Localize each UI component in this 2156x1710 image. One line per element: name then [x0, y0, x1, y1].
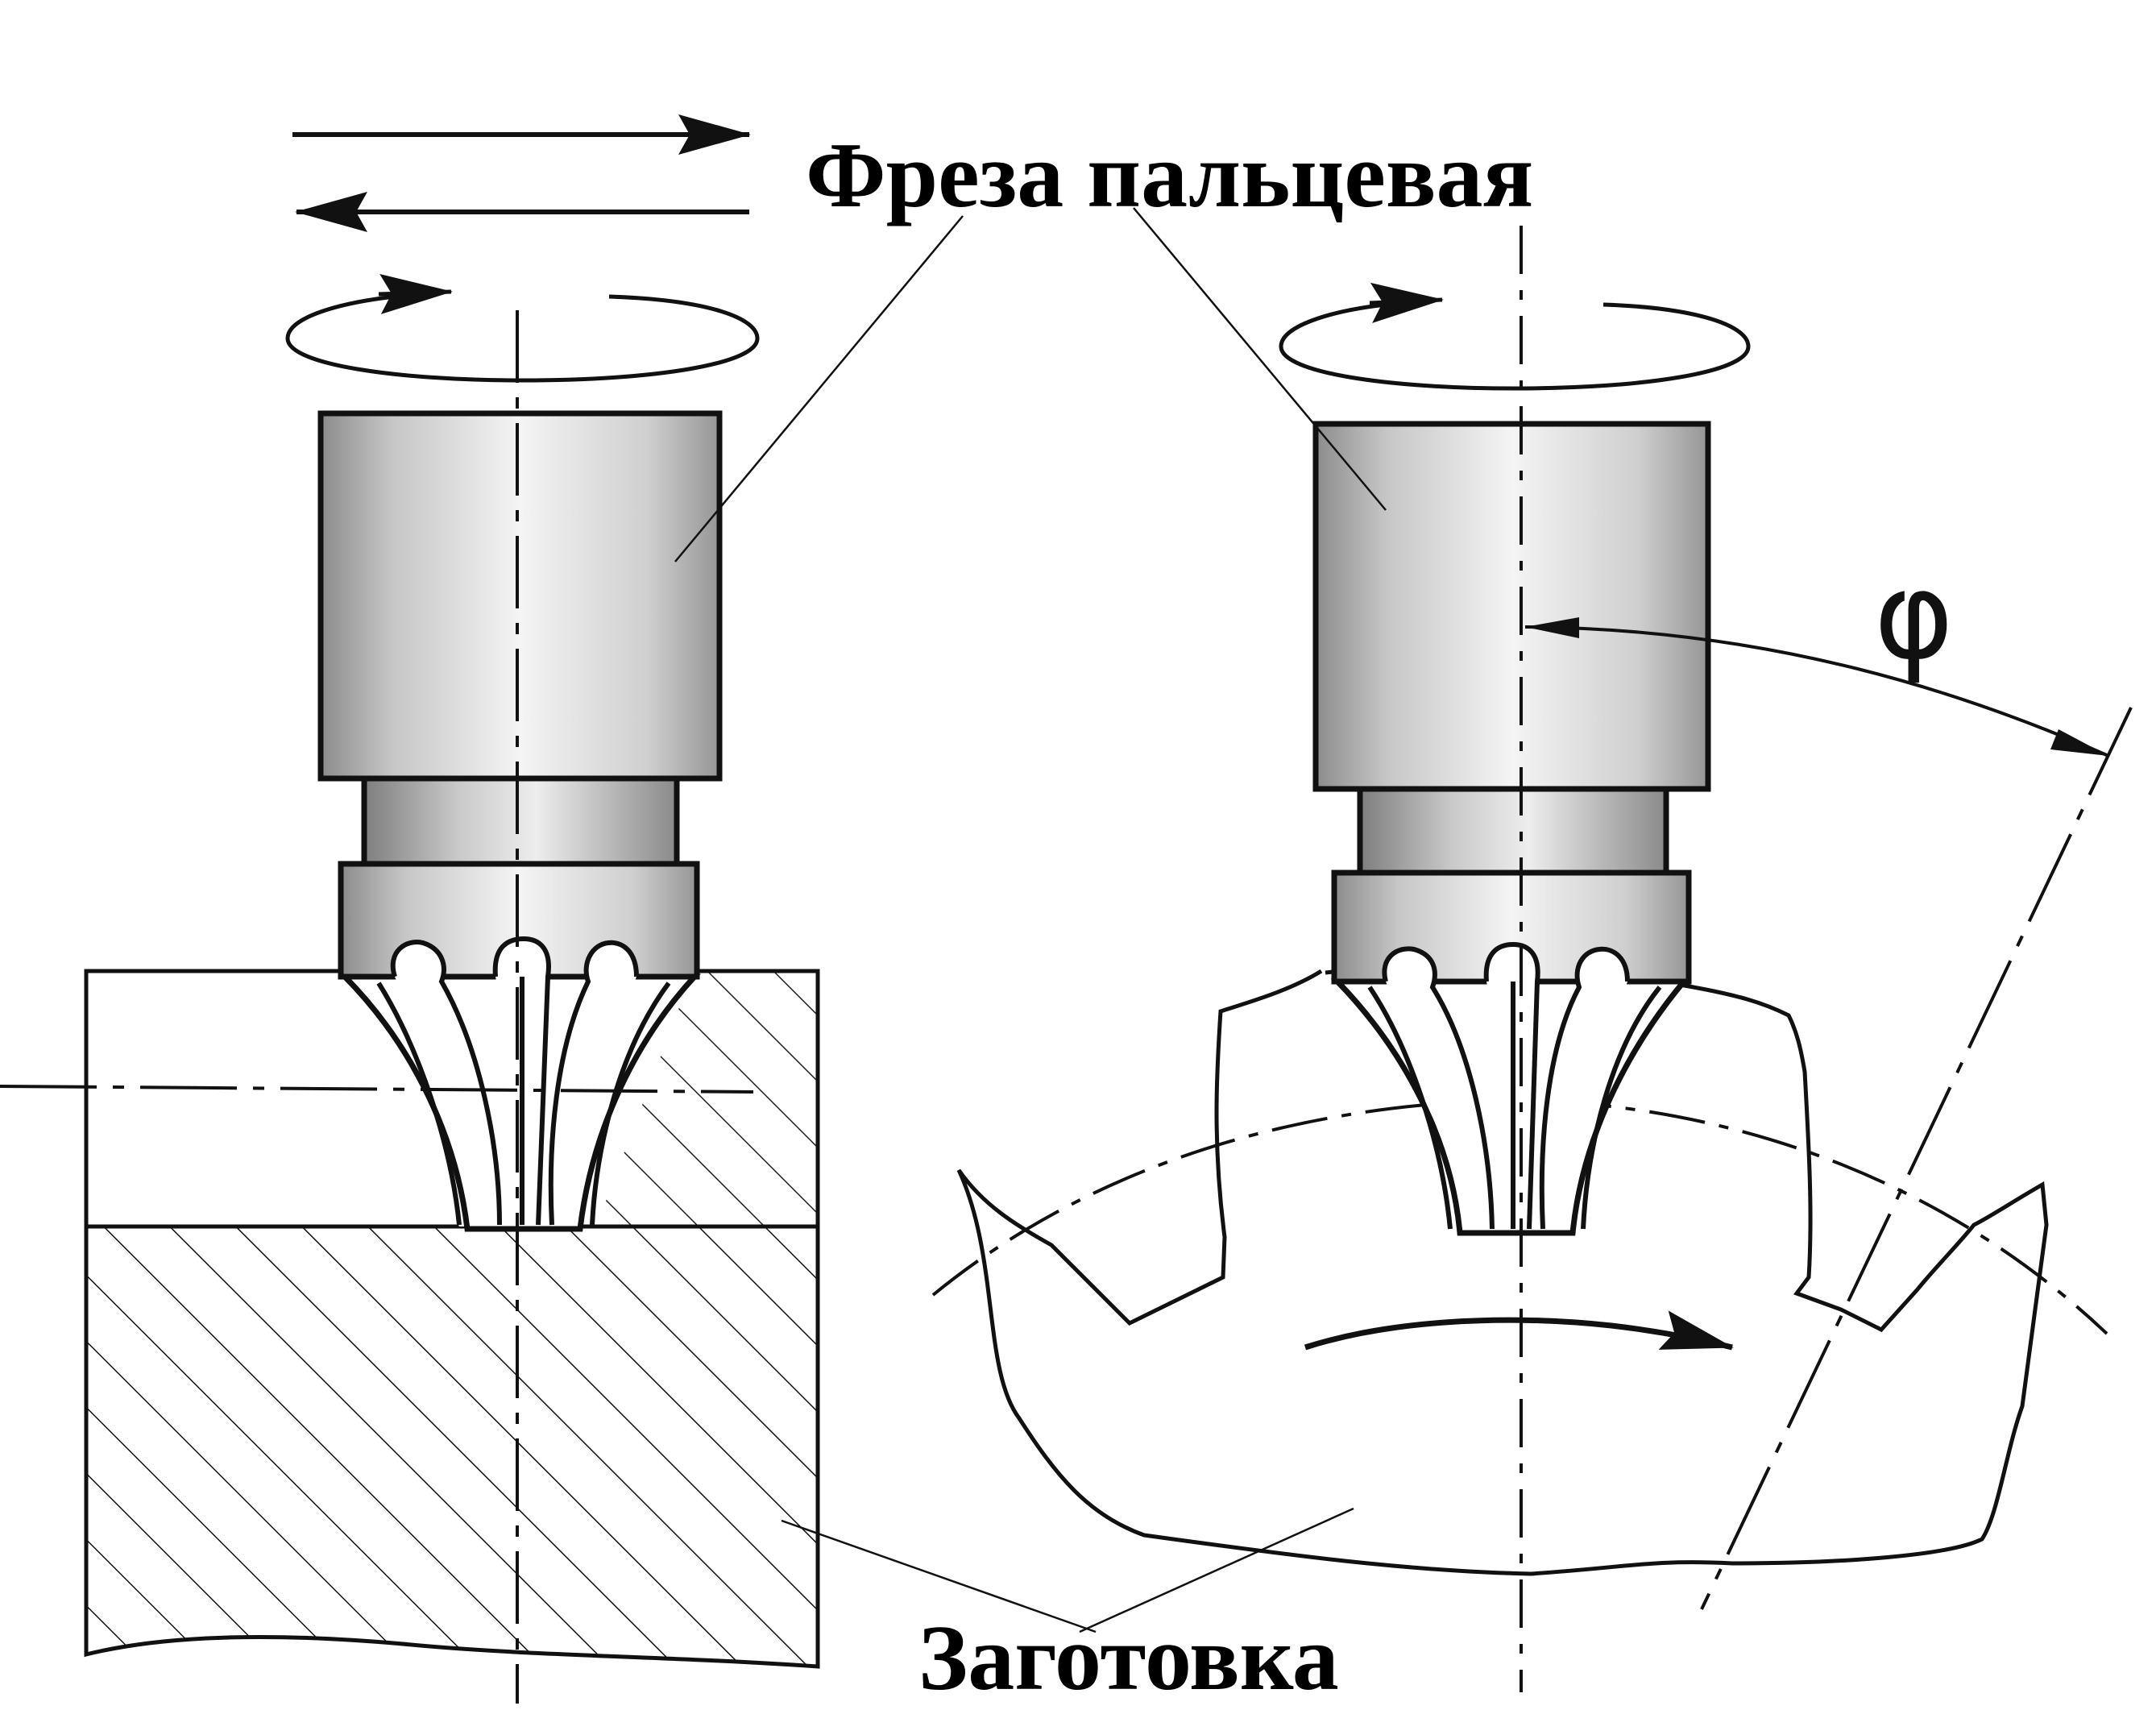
blank-rotation-arrow [1304, 1310, 1734, 1351]
leader-blank-right [1079, 1507, 1354, 1633]
feed-arrows [292, 114, 751, 232]
axis-inclined [1700, 707, 2133, 1610]
angle-phi-label: φ [1874, 546, 1954, 687]
leader-cutter-left [674, 215, 964, 562]
workpiece-label: Заготовка [918, 1607, 1339, 1710]
rotation-arrow-left [285, 273, 760, 383]
right-view [931, 226, 2133, 1692]
leader-blank-left [781, 1519, 1097, 1633]
angle-arc [1524, 625, 2109, 757]
left-view [0, 114, 820, 1704]
rotation-arrow-right [1279, 282, 1751, 391]
leader-cutter-right [1133, 207, 1387, 511]
angle-arrow-left [1525, 617, 1579, 638]
cutter-label: Фреза пальцевая [806, 124, 1534, 227]
angle-arrow-right [2050, 729, 2108, 756]
finger-cutter-right [1312, 421, 1711, 1236]
axis-left-horizontal [0, 1085, 754, 1094]
finger-cutter-left [317, 410, 723, 1232]
leader-lines [674, 207, 1387, 1633]
